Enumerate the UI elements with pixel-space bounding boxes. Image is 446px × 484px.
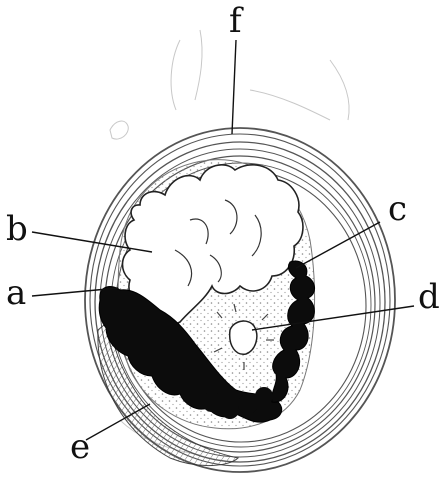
label-d: d <box>418 280 440 314</box>
label-a: a <box>6 276 26 310</box>
small-white-cavity <box>230 321 257 354</box>
label-b: b <box>6 212 28 246</box>
label-c: c <box>388 192 407 226</box>
label-e: e <box>70 430 90 464</box>
leader-f <box>232 40 236 134</box>
label-f: f <box>229 4 242 38</box>
